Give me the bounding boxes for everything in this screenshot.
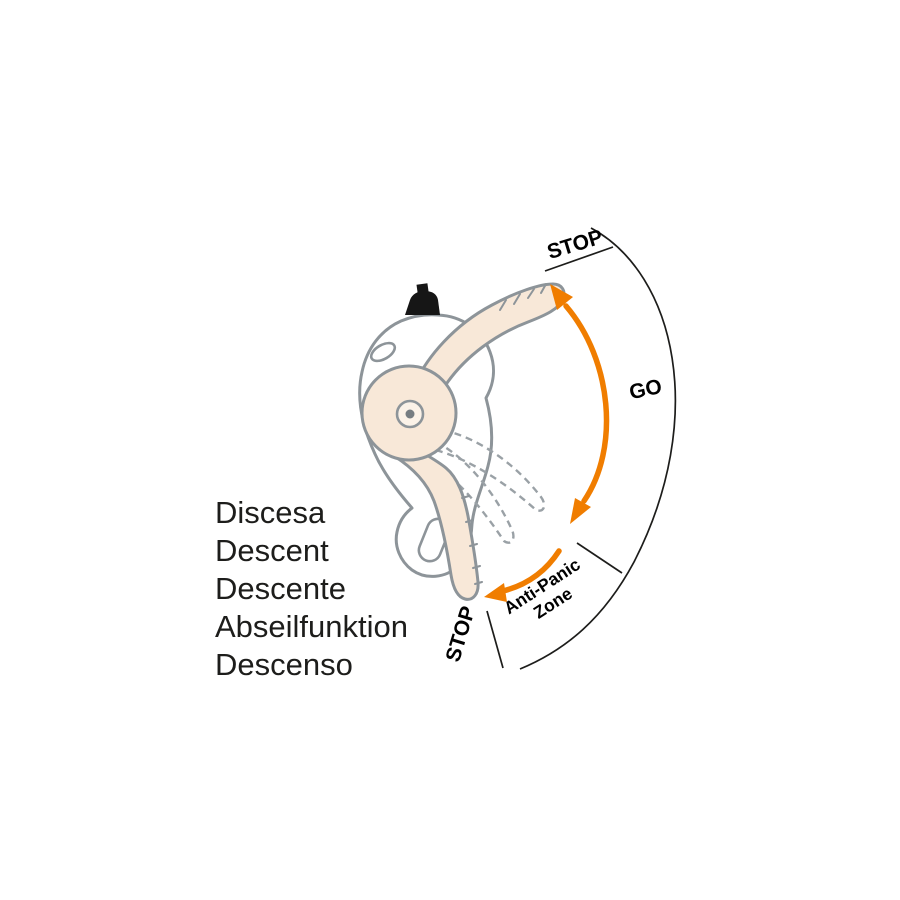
gate-clip [405, 291, 440, 315]
caption-spanish: Descenso [215, 647, 353, 682]
go-arrowhead-bottom [570, 498, 591, 524]
go-arc [563, 303, 610, 504]
handle-lower-stop-position [388, 436, 483, 601]
gate-clip-nub [416, 283, 429, 294]
go-label: GO [627, 375, 664, 404]
handle-lower [388, 436, 480, 601]
caption-italian: Discesa [215, 495, 326, 530]
stop-bottom-tick [486, 610, 504, 669]
zone-boundaries [486, 227, 677, 670]
stop-top-label: STOP [545, 225, 606, 264]
antipanic-separator-tick [576, 542, 623, 574]
caption-german: Abseilfunktion [215, 609, 408, 644]
outer-zone-arc [519, 227, 677, 670]
cam-wheel [360, 364, 458, 462]
cam-axle-dot [405, 409, 415, 419]
handle-lower-grip-ridges [461, 495, 483, 585]
descent-caption: Discesa Descent Descente Abseilfunktion … [215, 495, 408, 682]
anti-panic-arrowhead [484, 583, 507, 602]
anti-panic-arrow [484, 548, 562, 602]
go-range-arrow [550, 284, 610, 524]
body-upper-slot [369, 341, 397, 363]
anti-panic-arc [500, 548, 562, 594]
stop-bottom-label: STOP [441, 604, 480, 665]
caption-english: Descent [215, 533, 329, 568]
handle-upper-grip-ridges [499, 283, 547, 311]
caption-french: Descente [215, 571, 346, 606]
stop-top-tick [544, 246, 614, 272]
go-arrowhead-top [550, 284, 573, 310]
